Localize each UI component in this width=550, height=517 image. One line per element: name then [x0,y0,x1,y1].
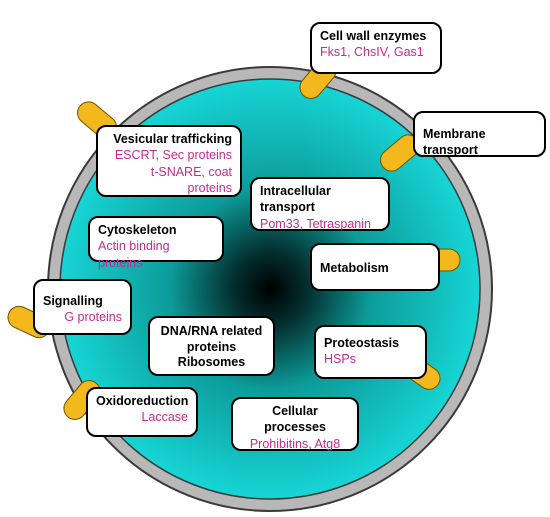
ribosomes-title: Ribosomes [177,355,246,370]
dna-rna-title-1: DNA/RNA related [160,324,263,338]
signalling-box: Signalling G proteins [33,279,132,335]
cellular-processes-subtitle: Prohibitins, Atg8 [249,436,341,451]
cytoskeleton-title: Cytoskeleton [98,223,177,237]
metabolism-box: Metabolism [310,243,440,291]
membrane-transport-title: Membrane transport [423,127,486,158]
oxidoreduction-box: Oxidoreduction Laccase [86,387,198,437]
cell-wall-enzymes-box: Cell wall enzymes Fks1, ChsIV, Gas1 [310,22,442,74]
cytoskeleton-box: Cytoskeleton Actin binding proteins [88,216,224,270]
cytoskeleton-subtitle: Actin binding proteins [98,239,170,270]
cell-wall-enzymes-title: Cell wall enzymes [320,29,427,43]
oxidoreduction-title: Oxidoreduction [96,394,189,408]
dna-rna-box: DNA/RNA related proteins Ribosomes [148,316,275,376]
membrane-transport-box: Membrane transport [413,111,546,157]
cell-wall-enzymes-subtitle: Fks1, ChsIV, Gas1 [320,45,424,60]
vesicular-trafficking-subtitle-2: t-SNARE, coat proteins [150,164,232,195]
metabolism-title: Metabolism [320,261,389,275]
proteostasis-box: Proteostasis HSPs [314,325,427,379]
signalling-subtitle: G proteins [64,310,122,325]
proteostasis-title: Proteostasis [324,336,400,350]
vesicular-trafficking-box: Vesicular trafficking ESCRT, Sec protein… [96,125,242,197]
intracellular-transport-subtitle: Pom33, Tetraspanin [260,216,371,231]
vesicular-trafficking-title: Vesicular trafficking [113,132,232,146]
intracellular-transport-box: Intracellular transport Pom33, Tetraspan… [250,177,390,231]
intracellular-transport-title: Intracellular transport [260,184,331,215]
cellular-processes-box: Cellular processes Prohibitins, Atg8 [231,397,359,451]
signalling-title: Signalling [43,294,103,308]
dna-rna-title-2: proteins [186,339,237,354]
proteostasis-subtitle: HSPs [324,352,356,367]
cellular-processes-title: Cellular processes [264,404,326,435]
oxidoreduction-subtitle: Laccase [141,410,188,425]
vesicular-trafficking-subtitle-1: ESCRT, Sec proteins [114,148,232,163]
